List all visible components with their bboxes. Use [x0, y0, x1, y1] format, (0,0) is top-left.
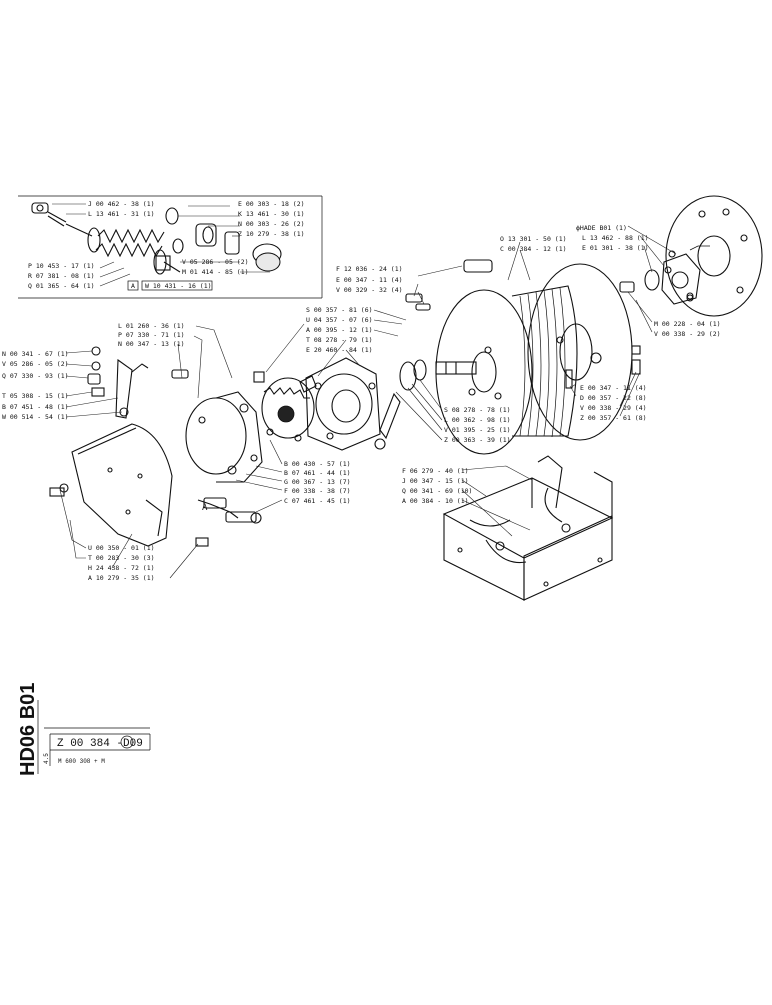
- inset-marker-box: [127, 280, 139, 291]
- label-inset-7: R 07 381 - 08 (1): [28, 272, 95, 280]
- model-designation: M 600 308 + M: [58, 758, 105, 765]
- bottom-left-leaders: [59, 489, 199, 579]
- label-motor-0: ϕHADE B01 (1): [576, 224, 627, 232]
- label-motor-bottom-0: M 00 228 - 04 (1): [654, 320, 721, 328]
- label-center-top-0: S 00 357 - 81 (6): [306, 306, 373, 314]
- label-left-5: Q 07 330 - 93 (1): [2, 372, 69, 380]
- label-left-2: N 00 347 - 13 (1): [118, 340, 185, 348]
- label-bottom-left-1: T 00 283 - 30 (3): [88, 554, 155, 562]
- label-left-4: V 05 286 - 05 (2): [2, 360, 69, 368]
- label-center-right-2: V 00 329 - 32 (4): [336, 286, 403, 294]
- label-center-right-1: E 00 347 - 11 (4): [336, 276, 403, 284]
- label-left-8: W 00 514 - 54 (1): [2, 413, 69, 421]
- label-drum-bottom-3: Z 00 363 - 39 (1): [444, 436, 511, 444]
- label-center-bottom-3: F 00 338 - 38 (7): [284, 487, 351, 495]
- label-motor-bottom-1: V 00 338 - 29 (2): [654, 330, 721, 338]
- title-block: HD06 B01 Z 00 384 - 09 D 4.5 M 600 308 +…: [17, 683, 151, 776]
- label-center-top-3: T 08 278 - 79 (1): [306, 336, 373, 344]
- small-note: 4.5: [43, 753, 50, 764]
- right-bolts: [565, 345, 641, 417]
- hydraulic-motor: [619, 195, 763, 317]
- center-plate: [305, 357, 401, 451]
- label-inset-6: P 10 453 - 17 (1): [28, 262, 95, 270]
- revision-circle: [120, 735, 134, 749]
- a-marker: A: [202, 503, 208, 513]
- inset-ref-box: [141, 280, 213, 291]
- label-frame-1: J 00 347 - 15 (1): [402, 477, 469, 485]
- label-bottom-left-2: H 24 438 - 72 (1): [88, 564, 155, 572]
- gear-cover: [49, 423, 173, 547]
- label-center-bottom-4: C 07 461 - 45 (1): [284, 497, 351, 505]
- inset-marker: A: [131, 282, 135, 290]
- label-frame-0: F 06 279 - 40 (1): [402, 467, 469, 475]
- drum-leaders: [395, 241, 531, 441]
- label-drum-bottom-1: L 00 362 - 98 (1): [444, 416, 511, 424]
- label-inset-9: V 05 286 - 05 (2): [182, 258, 249, 266]
- label-right-bottom-1: D 00 357 - 22 (8): [580, 394, 647, 402]
- label-drum-bottom-2: V 01 395 - 25 (1): [444, 426, 511, 434]
- frame-leaders: [461, 465, 533, 537]
- inset-panel: [18, 195, 323, 299]
- label-inset-10: M 01 414 - 85 (1): [182, 268, 249, 276]
- label-left-1: P 07 330 - 71 (1): [118, 331, 185, 339]
- label-inset-3: K 13 461 - 30 (1): [238, 210, 305, 218]
- drum-bolts: [405, 293, 431, 311]
- label-drum-top-1: C 00 384 - 12 (1): [500, 245, 567, 253]
- label-left-7: B 07 451 - 48 (1): [2, 403, 69, 411]
- center-gear: [261, 377, 315, 442]
- label-right-bottom-2: V 00 338 - 29 (4): [580, 404, 647, 412]
- label-inset-0: J 00 462 - 38 (1): [88, 200, 155, 208]
- support-frame: [442, 455, 614, 601]
- label-inset-8: Q 01 365 - 64 (1): [28, 282, 95, 290]
- center-top-parts: [253, 371, 317, 393]
- inset-rod: [65, 223, 181, 273]
- label-frame-2: Q 00 341 - 69 (10): [402, 487, 472, 495]
- label-center-bottom-2: G 00 367 - 13 (7): [284, 478, 351, 486]
- revision-letter: D: [123, 738, 130, 750]
- inset-spring: [87, 227, 167, 275]
- label-motor-2: E 01 301 - 38 (1): [582, 244, 649, 252]
- gearbox-body: [185, 391, 263, 547]
- label-center-top-2: A 00 395 - 12 (1): [306, 326, 373, 334]
- inset-right-parts: [165, 207, 282, 272]
- drum-shaft: [399, 359, 477, 391]
- label-inset-1: L 13 461 - 31 (1): [88, 210, 155, 218]
- label-center-top-1: U 04 357 - 07 (6): [306, 316, 373, 324]
- center-leaders: [235, 309, 407, 513]
- label-right-bottom-3: Z 00 357 - 61 (8): [580, 414, 647, 422]
- label-center-right-0: F 12 036 - 24 (1): [336, 265, 403, 273]
- label-drum-top-0: O 13 301 - 50 (1): [500, 235, 567, 243]
- drawing-number: Z 00 384 - 09: [57, 738, 143, 750]
- label-center-bottom-0: B 00 430 - 57 (1): [284, 460, 351, 468]
- label-center-bottom-1: B 07 461 - 44 (1): [284, 469, 351, 477]
- label-right-bottom-0: E 00 347 - 11 (4): [580, 384, 647, 392]
- label-bottom-left-0: U 00 350 - 01 (1): [88, 544, 155, 552]
- label-center-top-4: E 20 460 - 84 (1): [306, 346, 373, 354]
- label-inset-11: W 10 431 - 16 (1): [145, 282, 212, 290]
- left-bracket-parts: [87, 346, 189, 419]
- inset-joint-part: [31, 202, 67, 227]
- motor-leaders: [627, 225, 677, 333]
- label-drum-bottom-0: S 08 278 - 78 (1): [444, 406, 511, 414]
- cable-drum: [435, 259, 633, 455]
- sheet-code: HD06 B01: [17, 683, 39, 776]
- label-motor-1: L 13 462 - 88 (1): [582, 234, 649, 242]
- label-frame-3: A 00 384 - 10 (1): [402, 497, 469, 505]
- label-left-6: T 05 308 - 15 (1): [2, 392, 69, 400]
- label-left-0: L 01 260 - 36 (1): [118, 322, 185, 330]
- label-inset-4: N 00 303 - 26 (2): [238, 220, 305, 228]
- label-inset-5: Z 10 279 - 38 (1): [238, 230, 305, 238]
- label-inset-2: E 00 303 - 18 (2): [238, 200, 305, 208]
- label-bottom-left-3: A 10 279 - 35 (1): [88, 574, 155, 582]
- left-leaders: [65, 325, 233, 418]
- label-left-3: N 00 341 - 67 (1): [2, 350, 69, 358]
